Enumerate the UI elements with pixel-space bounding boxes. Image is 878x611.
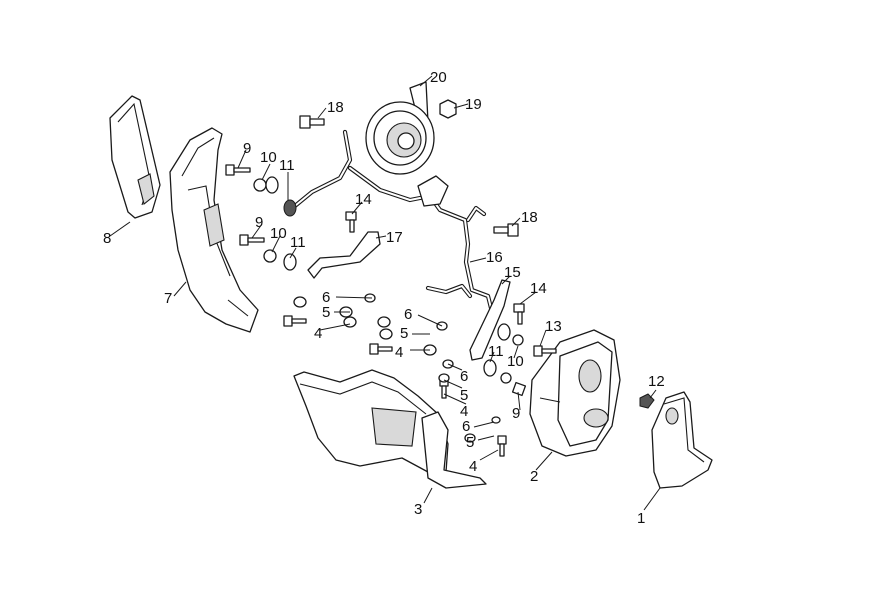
- part-7-left-panel: [169, 127, 259, 333]
- part-3-lower-cover: [293, 369, 487, 489]
- fastener-bolts: [225, 99, 557, 457]
- part-2-right-cover: [529, 329, 621, 457]
- callout-5: 5: [322, 304, 330, 321]
- callout-13: 13: [545, 318, 562, 335]
- callout-14: 14: [530, 280, 547, 297]
- callout-5: 5: [400, 325, 408, 342]
- callout-1: 1: [637, 510, 645, 527]
- part-1-small-cover: [651, 391, 713, 489]
- callout-11: 11: [488, 343, 504, 360]
- callout-6: 6: [322, 289, 330, 306]
- callout-6: 6: [462, 418, 470, 435]
- callout-4: 4: [314, 325, 322, 342]
- callout-11: 11: [279, 157, 295, 174]
- callout-18: 18: [327, 99, 344, 116]
- callout-3: 3: [414, 501, 422, 518]
- callout-4: 4: [395, 344, 403, 361]
- leader-lines: [109, 75, 661, 511]
- callout-18: 18: [521, 209, 538, 226]
- callout-4: 4: [469, 458, 477, 475]
- callout-4: 4: [460, 403, 468, 420]
- callout-9: 9: [512, 405, 520, 422]
- callout-12: 12: [648, 373, 665, 390]
- callout-8: 8: [103, 230, 111, 247]
- callout-20: 20: [430, 69, 447, 86]
- fastener-washers: [253, 176, 655, 443]
- callout-7: 7: [164, 290, 172, 307]
- callout-9: 9: [255, 214, 263, 231]
- callout-11: 11: [290, 234, 306, 251]
- callout-6: 6: [404, 306, 412, 323]
- callout-15: 15: [504, 264, 521, 281]
- part-16-bracket-frame: [287, 129, 495, 315]
- callout-19: 19: [465, 96, 482, 113]
- part-17-bracket: [307, 231, 381, 279]
- part-15-strip-bracket: [469, 279, 511, 361]
- callout-16: 16: [486, 249, 503, 266]
- callout-10: 10: [270, 225, 287, 242]
- callout-5: 5: [460, 387, 468, 404]
- part-8-side-cover: [109, 95, 161, 219]
- callout-9: 9: [243, 140, 251, 157]
- callout-14: 14: [355, 191, 372, 208]
- callout-17: 17: [386, 229, 403, 246]
- callout-labels: 1 2 3 4 4 4 4 5 5 5 5 6 6 6 6 7 8 9 9 9 …: [103, 69, 665, 527]
- callout-10: 10: [507, 353, 524, 370]
- callout-6: 6: [460, 368, 468, 385]
- callout-5: 5: [466, 434, 474, 451]
- callout-10: 10: [260, 149, 277, 166]
- part-20-headlight: [365, 81, 435, 175]
- callout-2: 2: [530, 468, 538, 485]
